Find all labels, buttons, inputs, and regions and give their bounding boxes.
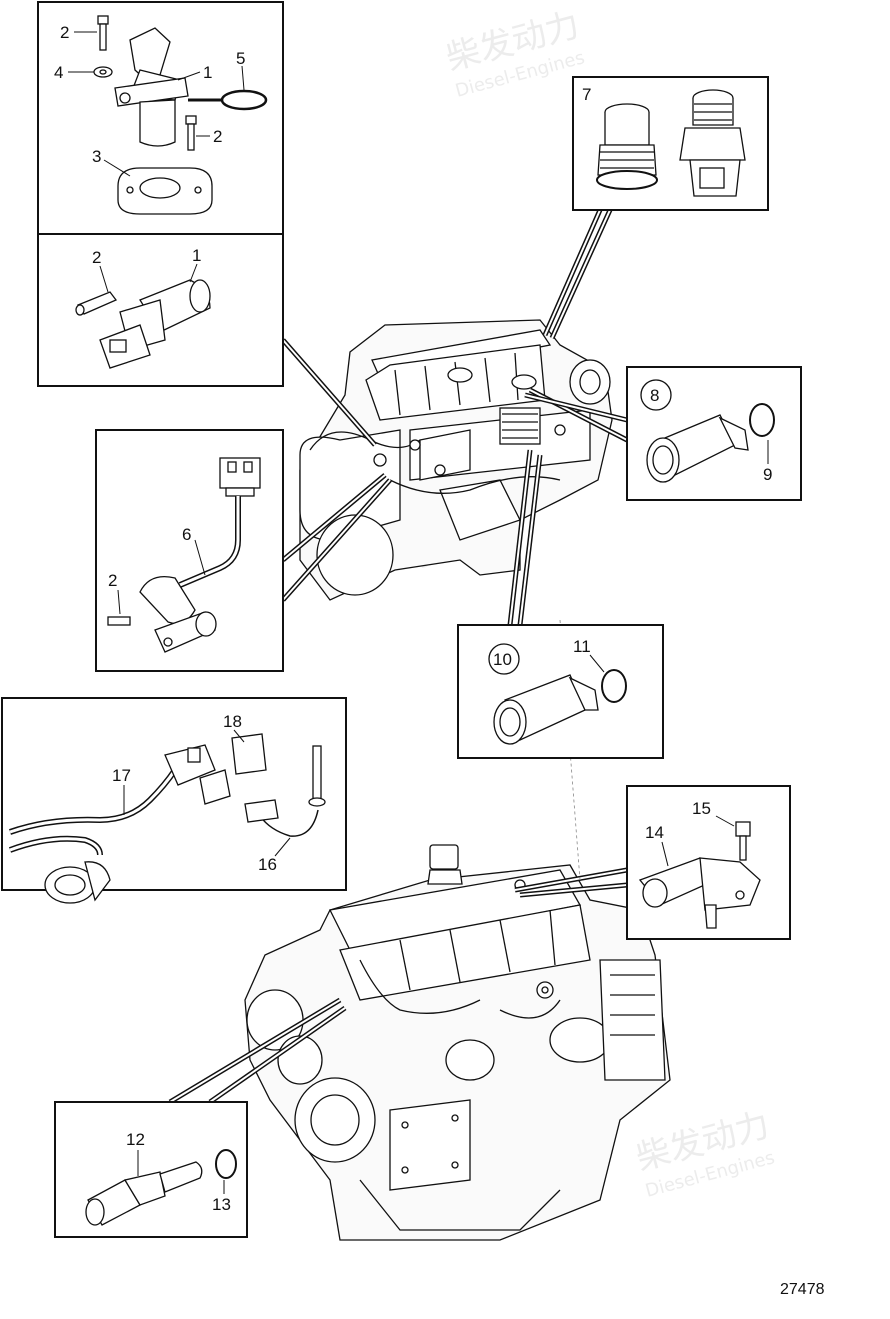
- detail-box-17: 18 17 16: [1, 697, 347, 904]
- callout-label: 17: [112, 766, 131, 785]
- callout-label: 11: [573, 637, 591, 656]
- callout-label: 8: [650, 386, 659, 405]
- callout-label: 16: [258, 855, 277, 874]
- callout-label: 2: [92, 248, 101, 267]
- upper-engine: [299, 319, 613, 601]
- detail-box-c: 6 2: [95, 429, 284, 672]
- callout-label: 14: [645, 823, 664, 842]
- detail-box-b: 2 1: [37, 233, 284, 387]
- detail-box-8: 8 9: [626, 366, 802, 501]
- callout-label: 15: [692, 799, 711, 818]
- callout-label: 12: [126, 1130, 145, 1149]
- callout-label: 13: [212, 1195, 231, 1214]
- detail-box-a: 2 4 1 5 2 3: [37, 1, 284, 235]
- detail-box-14: 15 14: [626, 785, 791, 940]
- callout-label: 2: [213, 127, 222, 146]
- callout-label: 1: [192, 246, 201, 265]
- callout-label: 9: [763, 465, 772, 484]
- detail-box-12: 12 13: [54, 1101, 248, 1238]
- callout-label: 6: [182, 525, 191, 544]
- lower-engine: [244, 844, 671, 1241]
- callout-label: 2: [60, 23, 69, 42]
- callout-label: 2: [108, 571, 117, 590]
- callout-label: 1: [203, 63, 212, 82]
- callout-label: 3: [92, 147, 101, 166]
- callout-label: 7: [582, 85, 591, 104]
- callout-label: 18: [223, 712, 242, 731]
- callout-label: 4: [54, 63, 63, 82]
- detail-box-7: 7: [572, 76, 769, 211]
- callout-label: 10: [493, 650, 512, 669]
- detail-box-10: 10 11: [457, 624, 664, 759]
- leader-lines: [168, 208, 629, 1105]
- callout-label: 5: [236, 49, 245, 68]
- figure-number: 27478: [780, 1281, 825, 1298]
